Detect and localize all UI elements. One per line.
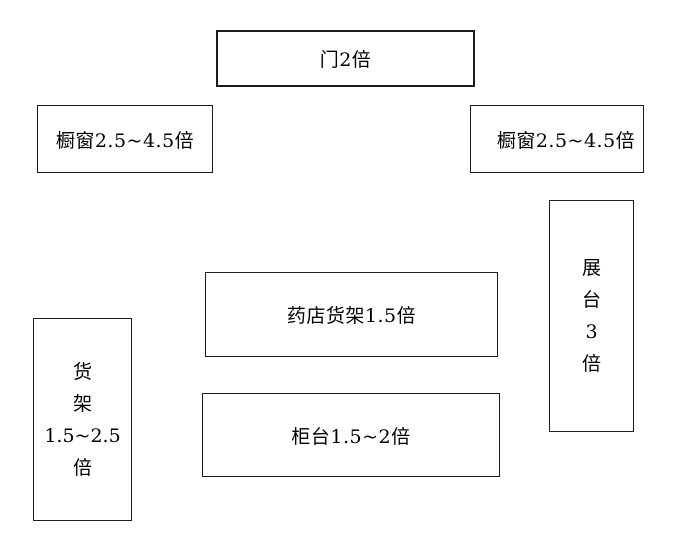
display-stand-line: 3	[585, 321, 598, 343]
counter-label: 柜台1.5~2倍	[291, 425, 411, 448]
display-window-right-label: 橱窗2.5~4.5倍	[496, 129, 636, 152]
shelf-left-line: 1.5~2.5	[44, 424, 121, 447]
counter-box: 柜台1.5~2倍	[202, 393, 500, 477]
display-window-right-box: 橱窗2.5~4.5倍	[470, 105, 644, 173]
display-window-left-label: 橱窗2.5~4.5倍	[55, 129, 195, 152]
door-label: 门2倍	[319, 49, 372, 71]
shelf-left-line: 架	[72, 392, 92, 415]
shelf-left-box: 货 架 1.5~2.5 倍	[33, 318, 132, 521]
display-stand-line: 倍	[581, 353, 601, 375]
display-window-left-box: 橱窗2.5~4.5倍	[37, 105, 213, 173]
pharmacy-shelf-box: 药店货架1.5倍	[205, 272, 498, 357]
door-box: 门2倍	[216, 30, 475, 87]
pharmacy-shelf-label: 药店货架1.5倍	[286, 305, 417, 327]
display-stand-line: 展	[581, 257, 601, 279]
display-stand-line: 台	[581, 289, 601, 311]
shelf-left-line: 货	[72, 360, 92, 383]
shelf-left-line: 倍	[72, 456, 92, 479]
display-stand-box: 展 台 3 倍	[549, 200, 634, 432]
